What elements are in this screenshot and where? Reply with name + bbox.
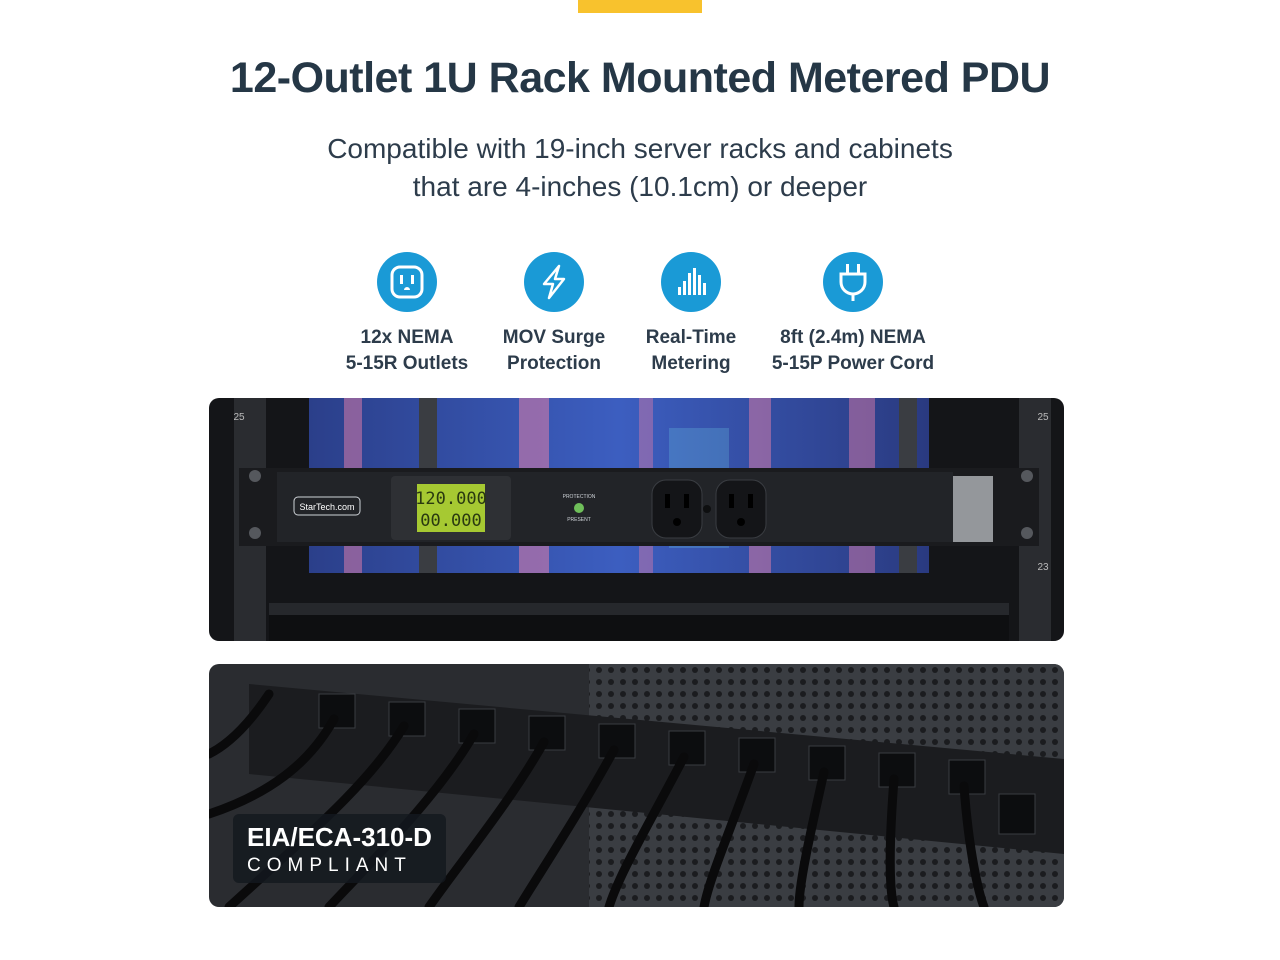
- badge-title: EIA/ECA-310-D: [247, 822, 432, 852]
- protection-led: [574, 503, 584, 513]
- display-line-2: 00.000: [420, 511, 481, 531]
- feature-label: 8ft (2.4m) NEMA 5-15P Power Cord: [771, 327, 935, 374]
- page-title: 12-Outlet 1U Rack Mounted Metered PDU: [229, 54, 1051, 102]
- pdu-rear-cables-photo: EIA/ECA-310-D COMPLIANT: [209, 664, 1064, 907]
- subtitle-line-1: Compatible with 19-inch server racks and…: [327, 133, 953, 164]
- page-subtitle: Compatible with 19-inch server racks and…: [0, 130, 1280, 206]
- feature-power-cord: 8ft (2.4m) NEMA 5-15P Power Cord: [763, 252, 943, 377]
- compliance-badge: EIA/ECA-310-D COMPLIANT: [233, 814, 446, 883]
- pdu-front-photo: StarTech.com 120.000 00.000 PROTECTION P…: [209, 398, 1064, 641]
- rack-unit-right-lower: 23: [1037, 562, 1049, 573]
- feature-label: MOV Surge Protection: [502, 327, 606, 374]
- lightning-bolt-icon: [524, 252, 584, 312]
- rack-unit-left: 25: [233, 412, 245, 423]
- feature-metering: Real-Time Metering: [601, 252, 781, 377]
- led-label-bottom: PRESENT: [567, 517, 591, 523]
- subtitle-line-2: that are 4-inches (10.1cm) or deeper: [412, 171, 868, 202]
- signal-bars-icon: [661, 252, 721, 312]
- feature-list: 12x NEMA 5-15R Outlets MOV Surge Protect…: [0, 252, 1280, 382]
- badge-subtitle: COMPLIANT: [247, 855, 412, 876]
- feature-surge: MOV Surge Protection: [464, 252, 644, 377]
- rack-unit-right: 25: [1037, 412, 1049, 423]
- outlet-icon: [377, 252, 437, 312]
- led-label-top: PROTECTION: [563, 494, 596, 500]
- feature-label: Real-Time Metering: [645, 327, 737, 374]
- brand-logo: StarTech.com: [299, 502, 354, 512]
- power-plug-icon: [823, 252, 883, 312]
- feature-label: 12x NEMA 5-15R Outlets: [345, 327, 469, 374]
- feature-outlets: 12x NEMA 5-15R Outlets: [317, 252, 497, 377]
- display-line-1: 120.000: [415, 489, 487, 509]
- accent-bar: [578, 0, 702, 13]
